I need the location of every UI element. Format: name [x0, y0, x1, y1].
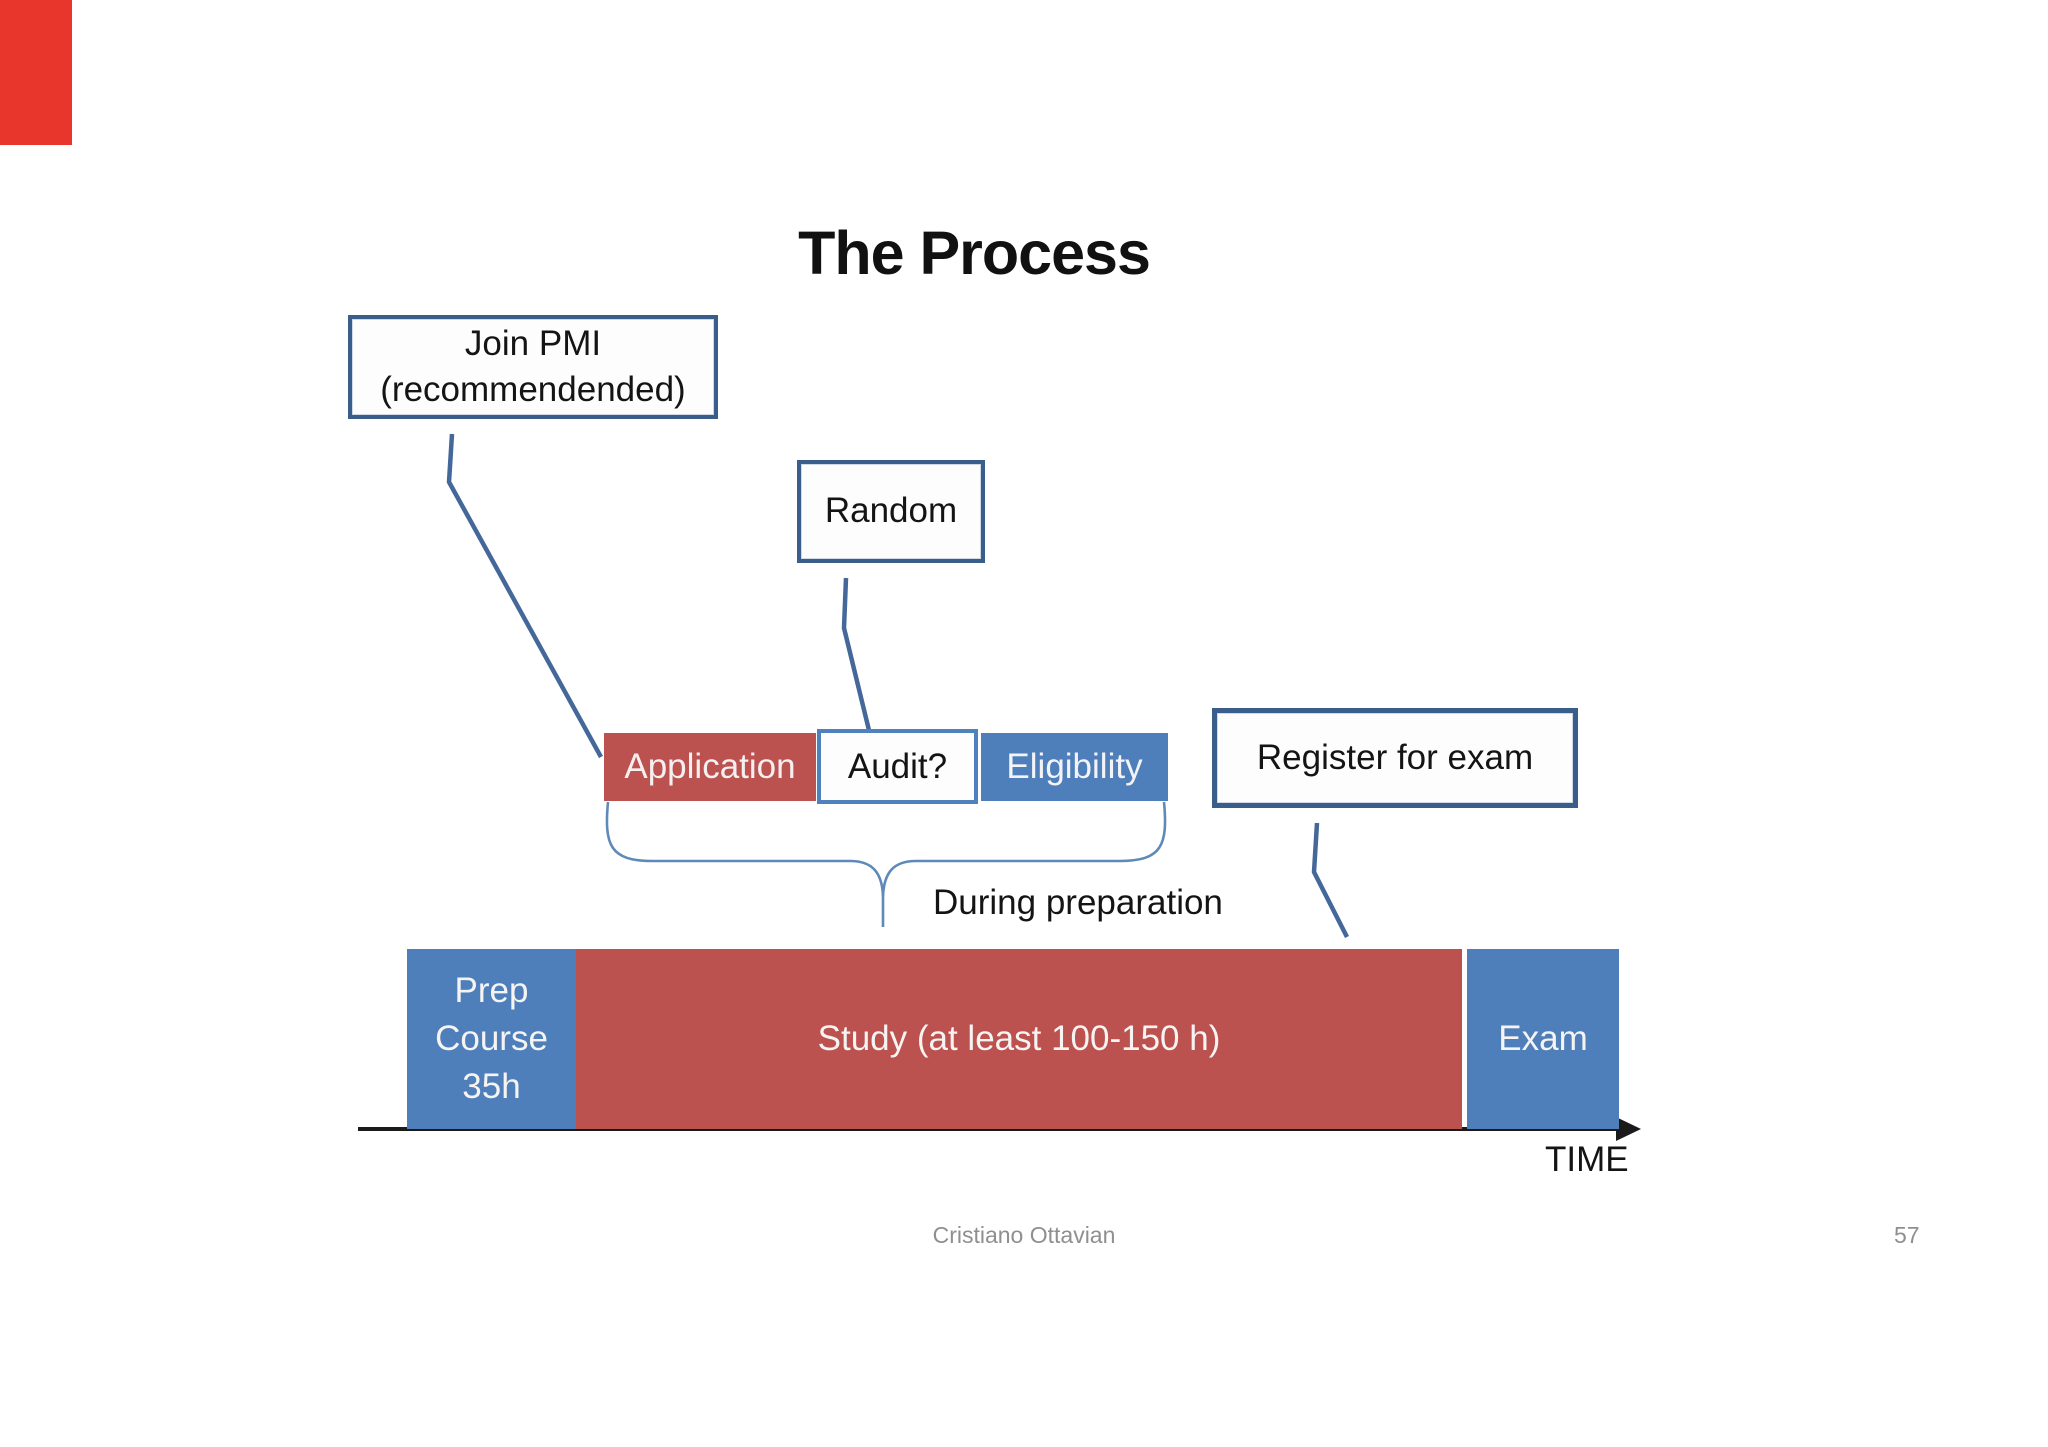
callout-random-label: Random	[824, 491, 958, 531]
timeline-bar-study-label: Study (at least 100-150 h)	[817, 1018, 1221, 1058]
timeline-bar-study: Study (at least 100-150 h)	[576, 949, 1462, 1129]
process-step-audit: Audit?	[817, 729, 978, 804]
process-step-audit-label: Audit?	[847, 746, 948, 786]
process-step-eligibility: Eligibility	[981, 733, 1168, 801]
brace-right-half	[881, 801, 1167, 897]
callout-join-pmi-line2: (recommendended)	[380, 370, 686, 409]
timeline-bar-exam: Exam	[1467, 949, 1619, 1129]
leader-line-join-pmi	[446, 433, 603, 759]
timeline-bar-exam-label: Exam	[1498, 1018, 1588, 1058]
callout-register-for-exam: Register for exam	[1212, 708, 1578, 808]
process-step-application-label: Application	[624, 747, 796, 786]
leader-line-register	[1311, 822, 1350, 939]
corner-red-marker	[0, 0, 72, 145]
process-step-application: Application	[604, 733, 816, 801]
footer-author: Cristiano Ottavian	[932, 1222, 1116, 1248]
process-step-eligibility-label: Eligibility	[1006, 747, 1143, 786]
callout-join-pmi-line1: Join PMI	[464, 323, 602, 363]
brace-left-half	[605, 801, 885, 927]
prep-course-line1: Prep	[454, 970, 529, 1010]
slide-title: The Process	[798, 219, 1151, 287]
footer-page-number: 57	[1894, 1222, 1920, 1248]
time-axis-label: TIME	[1545, 1140, 1629, 1179]
callout-register-label: Register for exam	[1256, 737, 1534, 777]
prep-course-line3: 35h	[462, 1067, 521, 1107]
timeline-bar-prep-course: Prep Course 35h	[407, 949, 576, 1129]
during-preparation-label: During preparation	[933, 883, 1223, 922]
prep-course-line2: Course	[435, 1018, 548, 1058]
callout-random: Random	[797, 460, 985, 563]
callout-join-pmi: Join PMI (recommendended)	[348, 315, 718, 419]
time-axis-arrowhead-icon	[1616, 1117, 1641, 1141]
